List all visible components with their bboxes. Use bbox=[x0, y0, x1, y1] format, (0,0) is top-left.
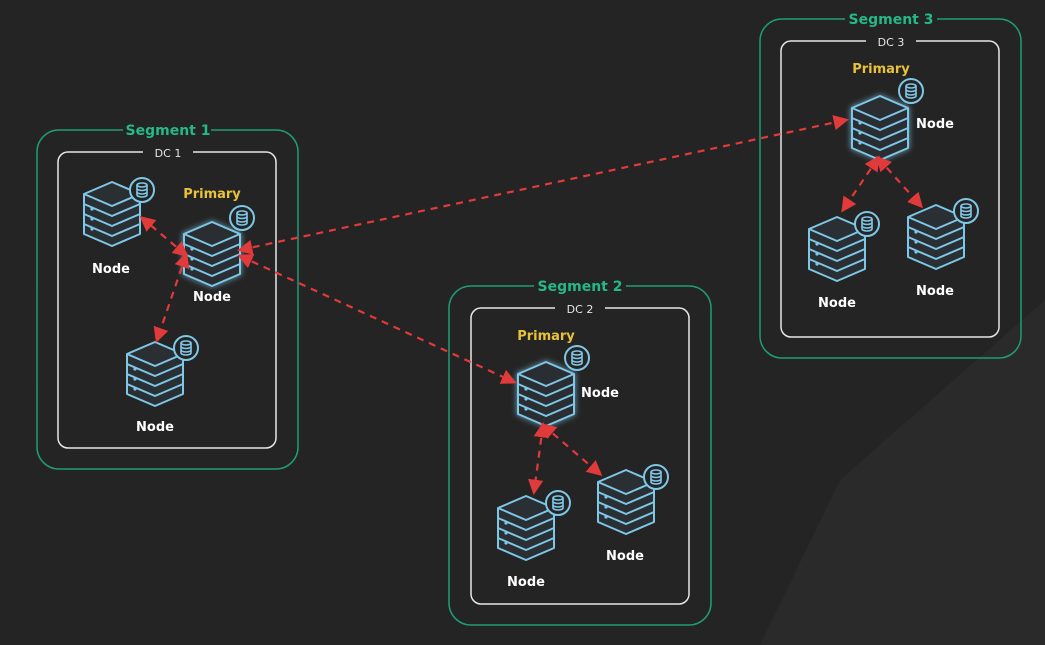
node-label: Node bbox=[136, 420, 174, 435]
dc-1-label: DC 1 bbox=[155, 147, 182, 160]
segment-1-frame bbox=[36, 129, 299, 470]
node-label: Node bbox=[581, 386, 619, 401]
database-icon bbox=[564, 345, 590, 371]
link-s1-to-s3 bbox=[236, 115, 850, 255]
segment-2-label: Segment 2 bbox=[538, 279, 623, 295]
node-label: Node bbox=[818, 296, 856, 311]
node-label: Node bbox=[606, 549, 644, 564]
replication-links bbox=[139, 115, 924, 496]
link-s2-primary-to-replica-2 bbox=[540, 422, 603, 477]
link-s3-primary-to-replica-2 bbox=[875, 155, 924, 209]
server-stack-icon bbox=[517, 361, 575, 427]
database-icon bbox=[953, 198, 979, 224]
database-icon bbox=[643, 464, 669, 490]
segment-1-primary: Primary Node bbox=[183, 187, 255, 305]
background-shape bbox=[760, 300, 1045, 645]
segment-2-primary: Primary Node bbox=[517, 329, 619, 427]
database-icon bbox=[545, 490, 571, 516]
server-stack-icon bbox=[851, 95, 909, 161]
segment-3-primary: Primary Node bbox=[851, 62, 954, 161]
primary-label: Primary bbox=[852, 62, 910, 77]
dc-3-label: DC 3 bbox=[878, 36, 905, 49]
link-s1-primary-to-replica-1 bbox=[139, 216, 189, 257]
segment-2-replica-2: Node bbox=[597, 464, 669, 564]
segment-2: Segment 2 DC 2 Primary Node Node Node bbox=[448, 277, 712, 626]
segment-3: Segment 3 DC 3 Primary Node Node Node bbox=[759, 10, 1022, 359]
database-icon bbox=[129, 177, 155, 203]
node-label: Node bbox=[92, 262, 130, 277]
link-s1-primary-to-replica-2 bbox=[153, 252, 190, 343]
segment-2-frame bbox=[448, 285, 712, 626]
segment-1: Segment 1 DC 1 Node Primary Node Node bbox=[36, 121, 299, 470]
node-label: Node bbox=[916, 284, 954, 299]
link-s1-to-s2 bbox=[237, 254, 517, 384]
database-icon bbox=[898, 78, 924, 104]
segment-3-replica-1: Node bbox=[808, 211, 880, 311]
link-s3-primary-to-replica-1 bbox=[841, 155, 880, 213]
database-icon bbox=[229, 205, 255, 231]
dc-3-frame bbox=[780, 40, 1000, 338]
link-s2-primary-to-replica-1 bbox=[528, 421, 549, 496]
segment-3-label: Segment 3 bbox=[849, 12, 934, 28]
node-label: Node bbox=[507, 575, 545, 590]
node-label: Node bbox=[916, 117, 954, 132]
primary-label: Primary bbox=[183, 187, 241, 202]
segment-2-replica-1: Node bbox=[497, 490, 571, 590]
database-icon bbox=[854, 211, 880, 237]
database-icon bbox=[173, 335, 199, 361]
segment-1-replica-2: Node bbox=[126, 335, 199, 435]
segment-3-replica-2: Node bbox=[907, 198, 979, 299]
segment-1-replica-1: Node bbox=[83, 177, 155, 277]
node-label: Node bbox=[193, 290, 231, 305]
primary-label: Primary bbox=[517, 329, 575, 344]
segment-1-label: Segment 1 bbox=[126, 123, 211, 139]
server-stack-icon bbox=[183, 221, 241, 287]
dc-2-label: DC 2 bbox=[567, 303, 594, 316]
